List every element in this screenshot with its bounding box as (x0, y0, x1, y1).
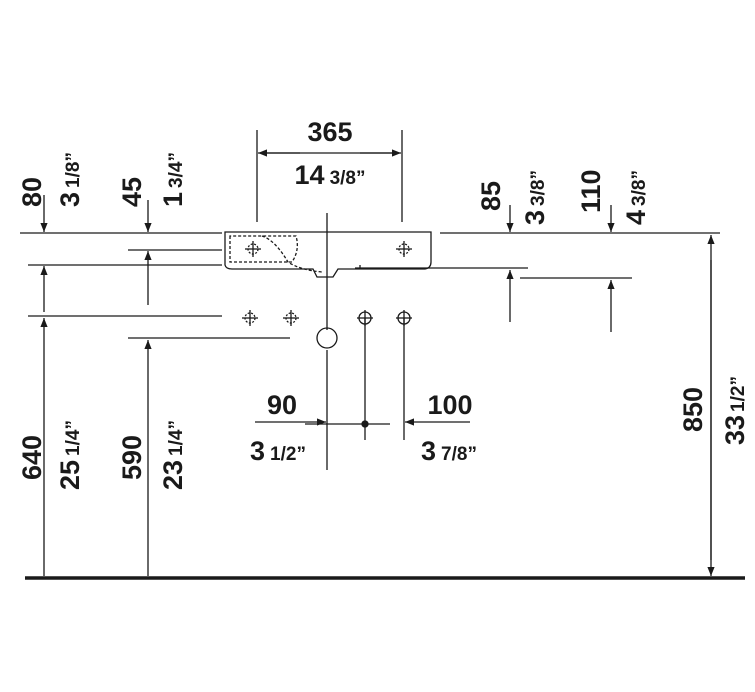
fixing-point-3 (357, 310, 373, 326)
svg-text:365: 365 (307, 117, 352, 147)
svg-text:85: 85 (476, 181, 506, 211)
svg-text:143/8”: 143/8” (295, 160, 366, 190)
svg-text:43/8”: 43/8” (621, 170, 651, 225)
fixing-point-4 (396, 310, 412, 326)
dim-bowl-depth: 85 33/8” (476, 170, 550, 225)
dim-top-height: 850 331/2” (678, 376, 750, 445)
svg-text:90: 90 (267, 390, 297, 420)
svg-text:231/4”: 231/4” (158, 420, 188, 490)
svg-text:251/4”: 251/4” (55, 420, 85, 490)
tap-hole-left (245, 241, 261, 257)
dim-waste-height: 590 231/4” (117, 420, 188, 490)
svg-text:640: 640 (17, 435, 47, 480)
svg-text:110: 110 (576, 169, 606, 213)
svg-text:850: 850 (678, 387, 708, 432)
tap-hole-right (396, 241, 412, 257)
fixing-point-1 (242, 310, 258, 326)
dim-overall-depth: 110 43/8” (576, 169, 651, 225)
svg-text:31/8”: 31/8” (55, 152, 85, 207)
basin-bowl-dashed-inner (261, 235, 323, 273)
svg-text:100: 100 (427, 390, 472, 420)
fixing-axis-dot (361, 420, 369, 428)
svg-text:13/4”: 13/4” (158, 152, 188, 207)
svg-text:31/2”: 31/2” (250, 436, 306, 466)
svg-text:37/8”: 37/8” (421, 436, 477, 466)
fixing-point-2 (283, 310, 299, 326)
washbasin-outline (224, 231, 432, 278)
waste-outlet (316, 327, 338, 349)
svg-text:45: 45 (117, 177, 147, 207)
dim-overflow-offset: 80 31/8” (17, 152, 85, 207)
svg-text:33/8”: 33/8” (520, 170, 550, 225)
svg-text:590: 590 (117, 435, 147, 480)
dim-tap-hole-offset: 45 13/4” (117, 152, 188, 207)
dim-wall-fixing-height: 640 251/4” (17, 420, 85, 490)
basin-bowl-dashed (229, 235, 298, 263)
svg-text:331/2”: 331/2” (720, 376, 750, 445)
svg-text:80: 80 (17, 177, 47, 207)
